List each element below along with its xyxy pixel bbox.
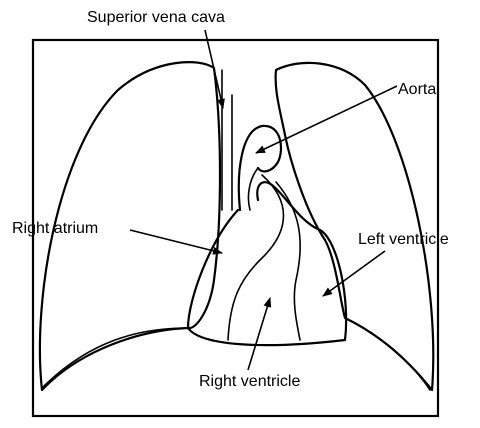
- leader-right-atrium: [130, 230, 222, 253]
- pulmonary-trunk-line: [228, 175, 284, 340]
- leader-superior-vena-cava: [205, 30, 223, 108]
- label-superior-vena-cava: Superior vena cava: [87, 9, 225, 26]
- aortic-arch: [239, 126, 281, 210]
- label-right-atrium: Right atrium: [12, 220, 98, 237]
- interventricular-line: [276, 182, 300, 340]
- label-aorta: Aorta: [398, 81, 436, 98]
- right-lung-outline: [276, 63, 434, 390]
- leader-right-ventricle: [248, 298, 270, 370]
- diaphragm-right: [345, 318, 430, 390]
- heart-outline: [188, 182, 346, 345]
- label-right-ventricle: Right ventricle: [199, 373, 300, 390]
- label-left-ventricle: Left ventricle: [358, 231, 449, 248]
- diaphragm-left: [42, 328, 188, 388]
